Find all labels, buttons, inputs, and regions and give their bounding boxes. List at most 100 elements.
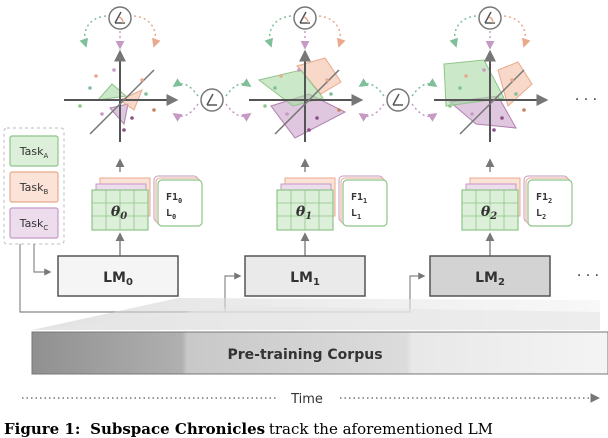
task-box-bg (9, 171, 59, 203)
theta-label-base: θ (111, 204, 121, 220)
between-arrow (358, 78, 385, 97)
between-arrow (358, 103, 385, 122)
theta-label-base: θ (296, 204, 306, 220)
compare-arrow-right (503, 15, 531, 48)
corpus-wedges (32, 298, 600, 330)
loss-label-sub: 2 (542, 213, 546, 221)
task-label: TaskB (19, 181, 49, 196)
time-label: Time (290, 392, 323, 407)
between-arrow (225, 78, 252, 97)
point (78, 104, 82, 108)
task-label-base: Task (19, 181, 44, 194)
task-label: TaskA (19, 145, 49, 160)
point (337, 108, 341, 112)
between-arrow (172, 103, 199, 122)
point (522, 108, 526, 112)
angle-compare-between (358, 78, 438, 122)
point (285, 112, 289, 116)
point (263, 104, 267, 108)
point (112, 68, 116, 72)
point (492, 128, 496, 132)
f1-label-sub: 2 (548, 197, 552, 205)
lm-label-sub: 0 (126, 277, 133, 288)
point (279, 74, 283, 78)
f1-label-sub: 1 (363, 197, 367, 205)
theta-label-sub: 2 (489, 211, 497, 222)
point (464, 74, 468, 78)
loss-label-base: L (536, 208, 542, 219)
theta-label: θ1 (296, 204, 312, 222)
ellipsis-top: · · · (575, 92, 597, 108)
point (510, 78, 514, 82)
task-label-sub: C (43, 224, 48, 232)
task-box-bg (9, 207, 59, 239)
angle-circle (200, 88, 224, 112)
point (152, 108, 156, 112)
loss-label: L0 (166, 208, 176, 221)
theta-label: θ0 (111, 204, 127, 222)
point (94, 74, 98, 78)
point (514, 92, 518, 96)
task-label-sub: B (43, 188, 48, 196)
compare-arrow-left (264, 15, 292, 48)
point (458, 86, 462, 90)
point (325, 78, 329, 82)
subspace-task-a (96, 83, 128, 101)
lm-label-base: LM (103, 270, 126, 286)
f1-label-base: F1 (351, 192, 363, 203)
task-label: TaskC (19, 217, 49, 232)
compare-arrow-left (79, 15, 107, 48)
point (315, 116, 319, 120)
angle-compare-top (449, 6, 531, 50)
metric-card (527, 179, 573, 227)
f1-label: F10 (166, 192, 182, 205)
subspace-task-a (257, 69, 324, 107)
metric-card (342, 179, 388, 227)
loss-label: L2 (536, 208, 546, 221)
loss-label-sub: 0 (172, 213, 176, 221)
lm-label: LM1 (290, 270, 320, 288)
lm-box (244, 255, 366, 297)
task-label-base: Task (19, 145, 44, 158)
point (329, 92, 333, 96)
angle-compare-between (172, 78, 252, 122)
point (482, 68, 486, 72)
theta-label: θ2 (481, 204, 497, 222)
lm-label-sub: 2 (498, 277, 505, 288)
task-box: TaskB (9, 171, 59, 203)
metric-card (157, 179, 203, 227)
task-box-bg (9, 135, 59, 167)
subspace-task-b (497, 61, 533, 107)
theta-label-base: θ (481, 204, 491, 220)
angle-circle (386, 88, 410, 112)
f1-label-sub: 0 (178, 197, 182, 205)
point (144, 92, 148, 96)
task-label-base: Task (19, 217, 44, 230)
ellipsis-lm: · · · (577, 268, 599, 284)
angle-arc (118, 16, 124, 24)
point (88, 86, 92, 90)
lm-label-sub: 1 (313, 277, 320, 288)
loss-label: L1 (351, 208, 361, 221)
f1-label-base: F1 (536, 192, 548, 203)
point (448, 104, 452, 108)
f1-label: F11 (351, 192, 367, 205)
point (500, 116, 504, 120)
lm-label: LM0 (103, 270, 133, 288)
lm-label: LM2 (475, 270, 505, 288)
angle-compare-top (264, 6, 346, 50)
caption-prefix: Figure 1: (4, 420, 80, 438)
pretraining-corpus-bar (31, 331, 608, 375)
task-box: TaskA (9, 135, 59, 167)
lm-label-base: LM (290, 270, 313, 286)
task-label-sub: A (43, 152, 48, 160)
point (130, 116, 134, 120)
angle-arc (488, 16, 494, 24)
